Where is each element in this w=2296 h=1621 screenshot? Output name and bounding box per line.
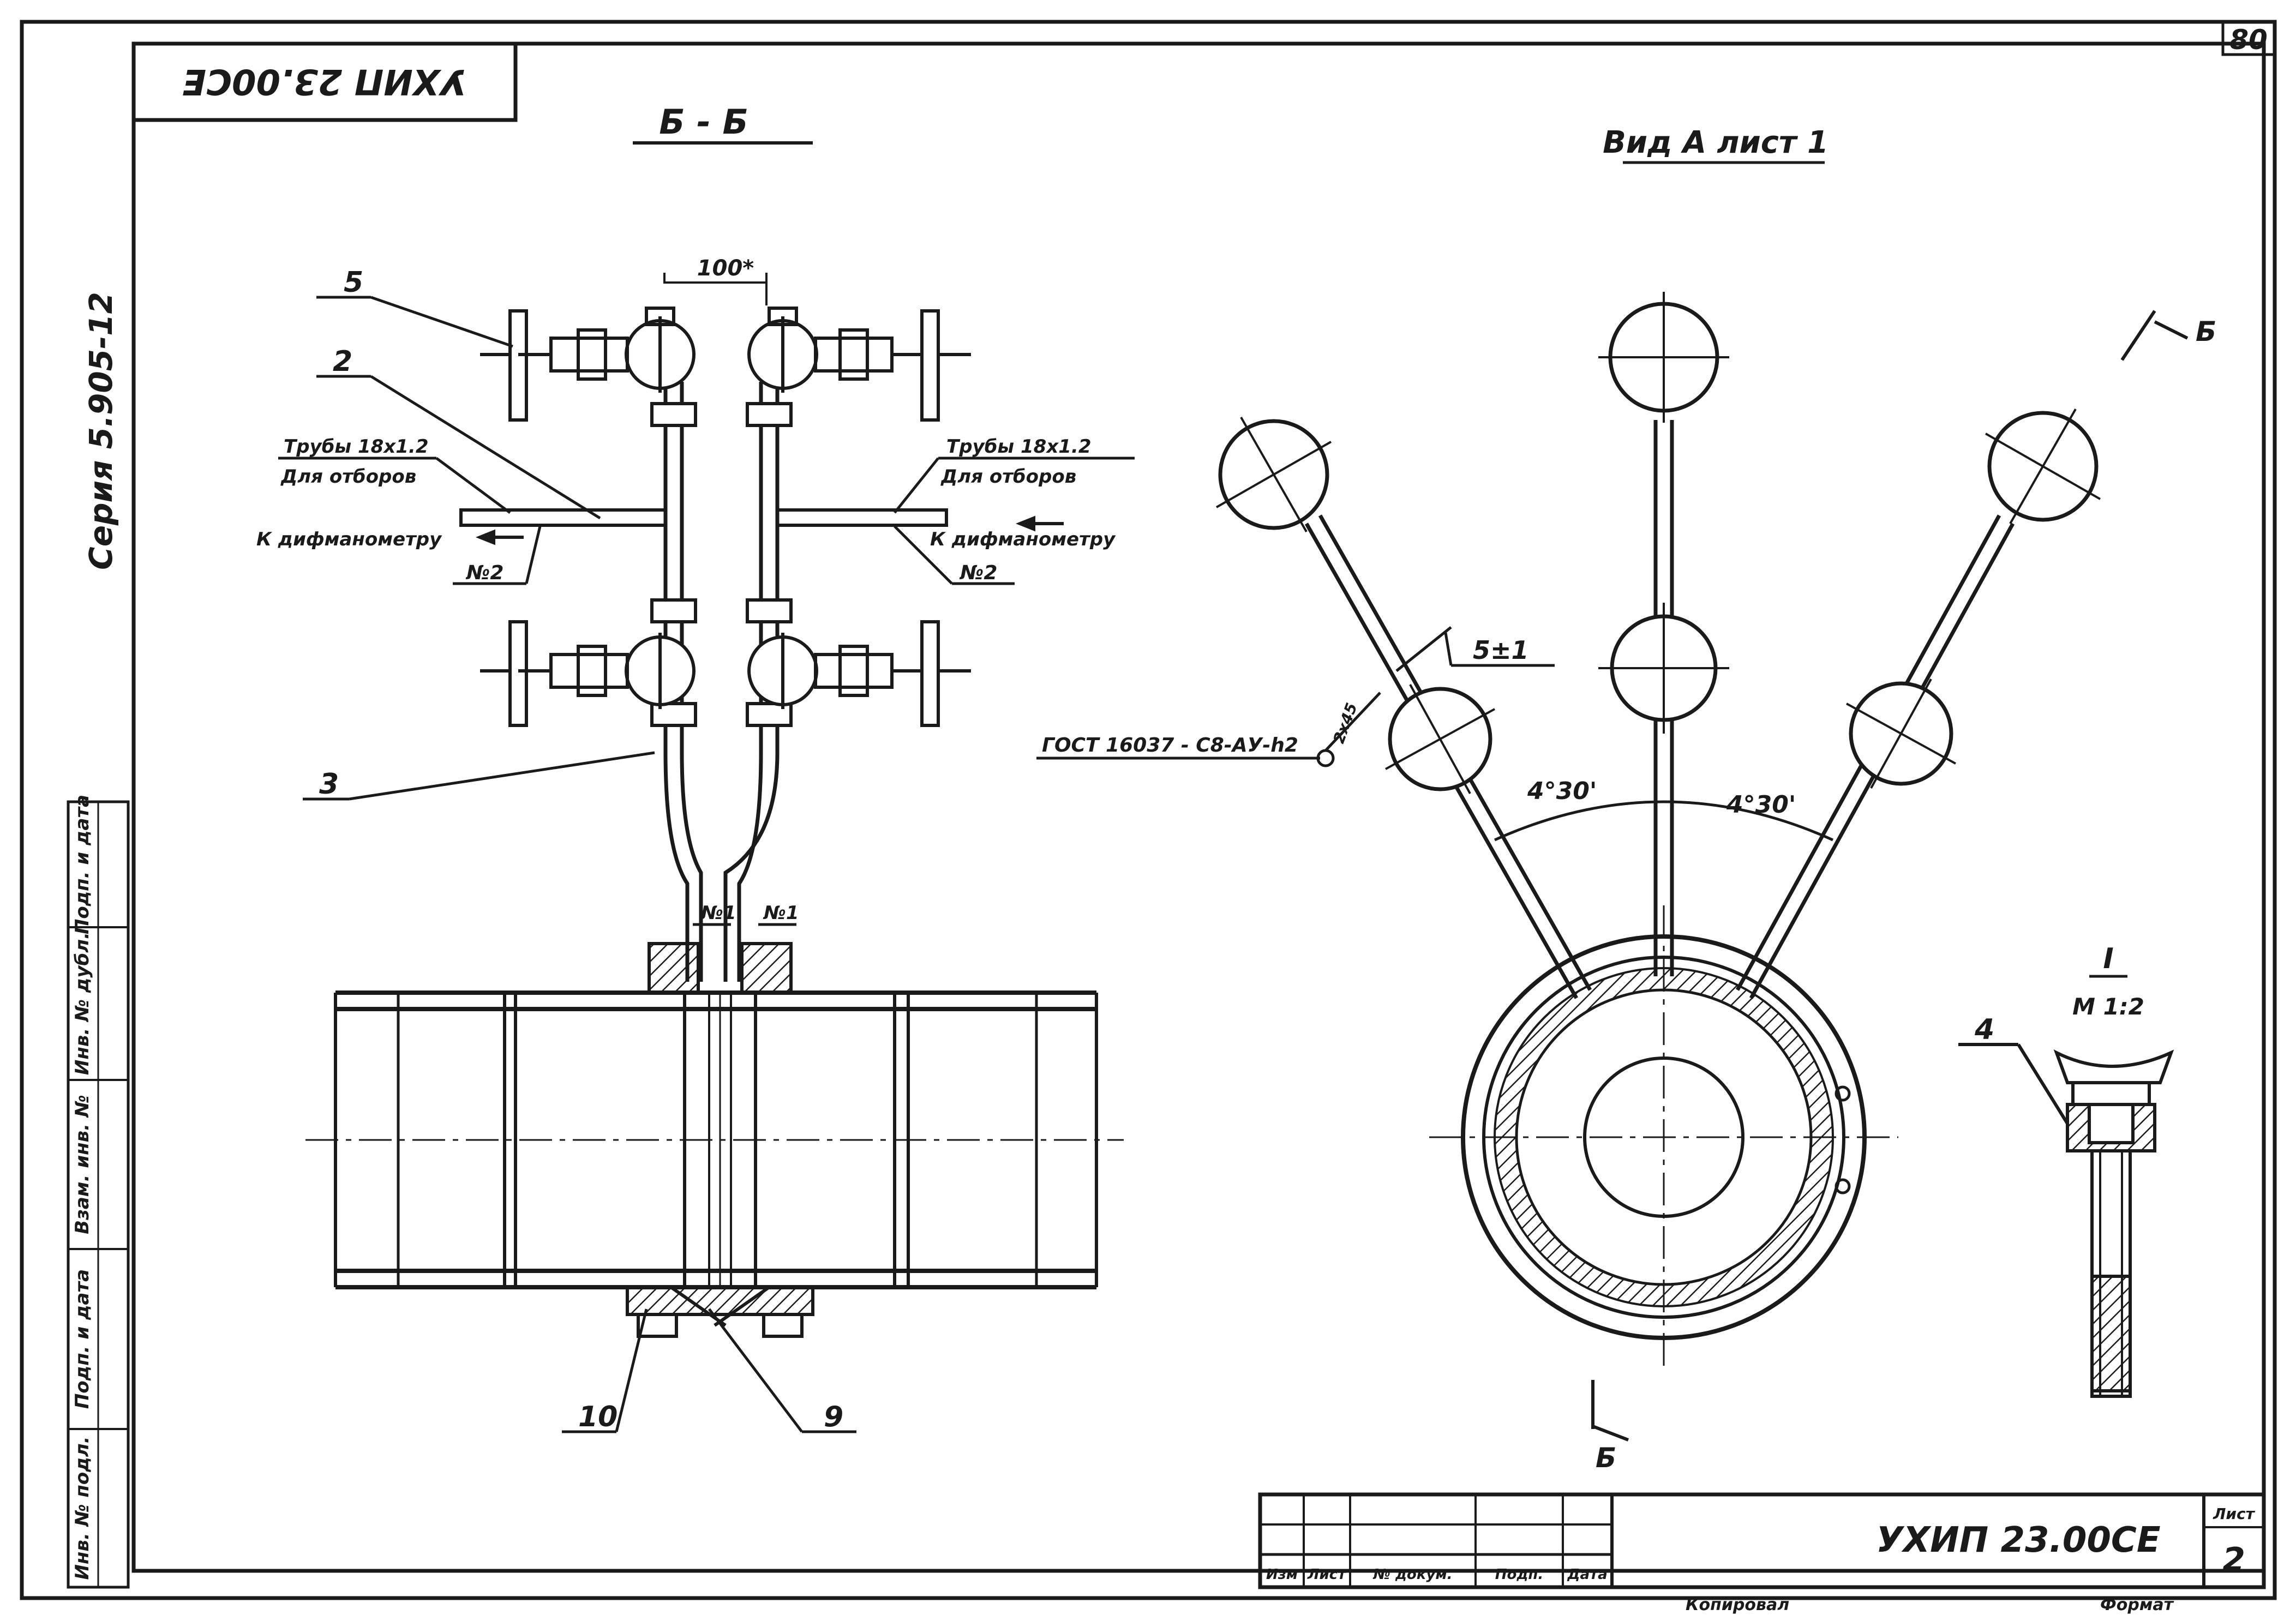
tb-code: УХИП 23.00СЕ	[1876, 1520, 2160, 1560]
valve-circles	[1216, 292, 2101, 794]
tb-header-4: Дата	[1567, 1566, 1607, 1583]
stamp-cell-2: Взам. инв. №	[71, 1095, 93, 1234]
valve-upper-left	[480, 307, 696, 422]
bottom-fitting	[626, 1286, 814, 1338]
section-bb-leaders	[278, 296, 1135, 1433]
impulse-tubes	[663, 382, 780, 982]
dimension-100-text: 100*	[697, 256, 754, 281]
section-bb-title: Б - Б	[659, 102, 748, 142]
valve-upper-right	[747, 307, 971, 422]
section-bb: Б - Б 100*	[256, 102, 1135, 1433]
detail-i-scale: М 1:2	[2072, 993, 2144, 1020]
cut-marker-top	[2120, 310, 2189, 361]
pipe-left-line1: Трубы 18x1.2	[284, 436, 429, 458]
pipeline	[334, 990, 1098, 1289]
tb-footer-copy: Копировал	[1686, 1595, 1789, 1614]
valve-lower-right	[747, 620, 971, 727]
valve-lower-left	[480, 620, 696, 727]
gost-sub-label: 2x45	[1330, 700, 1361, 746]
cut-marker-bottom	[1591, 1380, 1629, 1442]
tb-header-3: Подп.	[1495, 1566, 1543, 1583]
pipe-right-line1: Трубы 18x1.2	[946, 436, 1092, 458]
sheet-frame	[20, 20, 2277, 1600]
tb-footer-format: Формат	[2100, 1595, 2174, 1614]
pipe-cross-section	[1429, 905, 1898, 1369]
tb-sheet-label: Лист	[2213, 1505, 2255, 1523]
item-5-label: 5	[344, 266, 363, 299]
slope-label: 5±1	[1473, 635, 1529, 665]
stamp-cell-4: Подп. и дата	[71, 795, 93, 934]
mirrored-code: УХИП 23.00СЕ	[182, 61, 466, 101]
pipe-left-line2: Для отборов	[280, 466, 416, 488]
diffmanometer-left: К дифманометру	[256, 529, 442, 550]
view-a: Вид А лист 1	[1036, 125, 2216, 1474]
cut-b-bottom: Б	[1596, 1442, 1616, 1474]
orifice-body	[648, 942, 793, 994]
stamp-cell-0: Инв. № подл.	[71, 1436, 93, 1580]
tb-header-0: Изм	[1266, 1566, 1298, 1583]
item-10-label: 10	[578, 1401, 618, 1433]
side-stamp: Инв. № подл. Подп. и дата Взам. инв. № И…	[67, 795, 130, 1589]
title-block: Изм Лист № докум. Подп. Дата УХИП 23.00С…	[1258, 1492, 2266, 1614]
detail-i-title: I	[2103, 942, 2113, 975]
slope-annotation	[1395, 626, 1555, 672]
item-3-label: 3	[319, 768, 339, 801]
detail-i: I М 1:2 4	[1958, 942, 2174, 1398]
n2-right-label: №2	[959, 562, 997, 584]
angle-right: 4°30'	[1726, 791, 1796, 819]
n1-left-label: №1	[700, 902, 736, 924]
stamp-cell-3: Инв. № дубл.	[71, 932, 93, 1075]
detail-i-item: 4	[1974, 1013, 1994, 1046]
tb-header-2: № докум.	[1373, 1566, 1453, 1583]
n2-left-label: №2	[465, 562, 503, 584]
dimension-100	[663, 273, 768, 305]
diffmanometer-right: К дифманометру	[930, 529, 1116, 550]
pipe-right-line2: Для отборов	[940, 466, 1076, 488]
n1-right-label: №1	[763, 902, 799, 924]
sheet-number: 80	[2229, 24, 2268, 56]
tb-header-1: Лист	[1307, 1566, 1347, 1583]
item-2-label: 2	[333, 345, 352, 378]
gost-label: ГОСТ 16037 - С8-АУ-h2	[1042, 734, 1298, 757]
stamp-cell-1: Подп. и дата	[71, 1269, 93, 1409]
tb-sheet-value: 2	[2222, 1541, 2245, 1579]
branch-pipes	[459, 508, 1064, 545]
sheet-number-box: 80	[2221, 20, 2276, 56]
mirrored-code-box: УХИП 23.00СЕ	[131, 41, 518, 122]
angle-left: 4°30'	[1527, 777, 1597, 805]
cut-b-top: Б	[2196, 316, 2216, 347]
series-label: Серия 5.905-12	[82, 292, 119, 570]
item-9-label: 9	[824, 1401, 843, 1433]
gost-weld-label	[1036, 692, 1381, 767]
view-a-title: Вид А лист 1	[1603, 125, 1829, 160]
